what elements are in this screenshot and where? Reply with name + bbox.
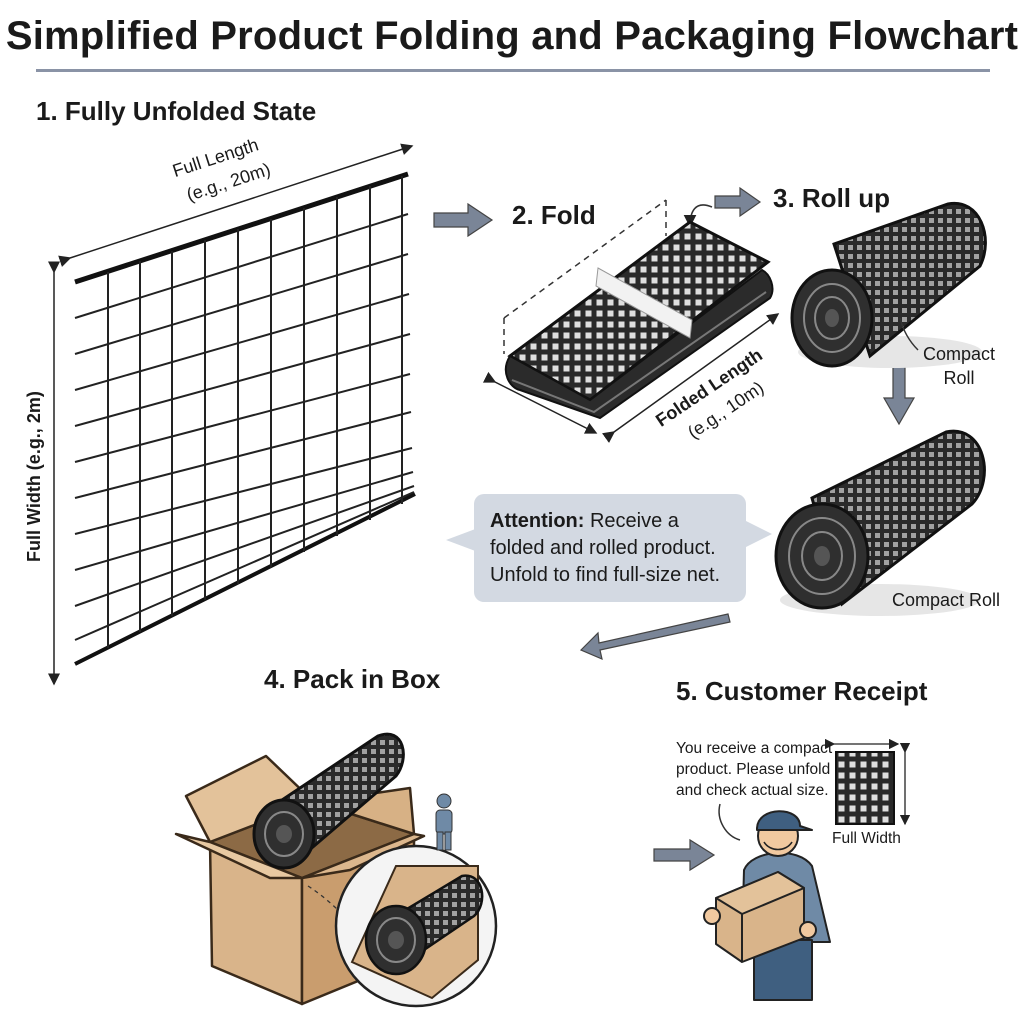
full-width-label: Full Width (e.g., 2m) — [24, 391, 44, 562]
folded-length-dimension — [601, 313, 780, 444]
delivery-person — [703, 810, 831, 1001]
compact-roll-label-1a: Compact — [922, 344, 996, 364]
arrow-to-receipt — [653, 838, 716, 872]
receipt-line-2: product. Please unfold — [676, 761, 831, 778]
small-net-icon — [835, 751, 895, 825]
arrow-to-fold — [433, 202, 494, 238]
arrow-to-pack — [579, 613, 731, 661]
receipt-full-width-label: Full Width — [832, 830, 901, 847]
attention-note-text: Attention: Receive a folded and rolled p… — [490, 508, 740, 589]
compact-roll-2 — [774, 429, 986, 616]
receipt-line-3: and check actual size. — [676, 782, 829, 799]
step-4-title: 4. Pack in Box — [264, 664, 441, 694]
compact-roll-label-2: Compact Roll — [892, 590, 1001, 610]
flow-arrows — [433, 186, 916, 872]
attention-line-1: Receive a — [584, 510, 679, 532]
attention-line-3: Unfold to find full-size net. — [490, 564, 721, 586]
note-tail-right — [744, 520, 772, 548]
title-divider — [36, 69, 990, 72]
step-1-title: 1. Fully Unfolded State — [36, 96, 317, 126]
person-scale-icon — [435, 793, 453, 851]
roll-in-box — [252, 732, 405, 870]
attention-heading: Attention: — [490, 510, 585, 532]
arrow-to-rollup — [714, 186, 762, 218]
full-length-dimension — [58, 143, 414, 267]
note-tail-left — [446, 528, 478, 552]
receipt-message: You receive a compact product. Please un… — [676, 738, 836, 801]
unfolded-net — [74, 171, 416, 666]
arrow-down — [882, 364, 916, 426]
compact-roll-pointer — [899, 317, 919, 351]
compact-roll-label-1b: Roll — [943, 368, 975, 388]
step-3-title: 3. Roll up — [773, 183, 890, 213]
page-title: Simplified Product Folding and Packaging… — [5, 14, 1019, 58]
attention-line-2: folded and rolled product. — [490, 537, 716, 559]
zoom-inset — [334, 844, 498, 1008]
step-5-title: 5. Customer Receipt — [676, 676, 928, 706]
folded-net — [503, 199, 774, 420]
receipt-line-1: You receive a compact — [676, 740, 833, 757]
folded-width-dimension — [482, 371, 598, 434]
attention-note — [474, 494, 746, 602]
speech-pointer — [718, 803, 741, 841]
step-2-title: 2. Fold — [512, 200, 596, 230]
compact-roll-1 — [790, 201, 987, 368]
